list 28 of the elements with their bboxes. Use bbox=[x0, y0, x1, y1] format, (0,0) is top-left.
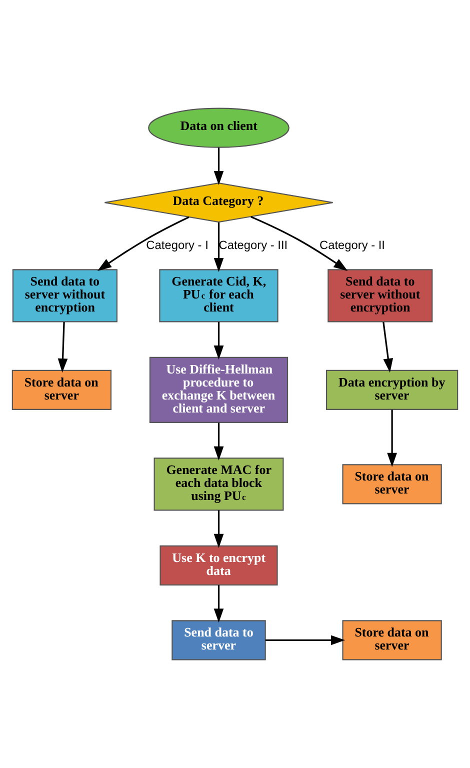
node-ellipse: Data on client bbox=[148, 108, 290, 148]
arrow bbox=[58, 322, 68, 373]
arrow bbox=[214, 510, 224, 548]
node-box: Generate MAC for each data block using PUc bbox=[154, 458, 284, 511]
node-box: Store data on server bbox=[342, 464, 442, 504]
node-box: Use K to encrypt data bbox=[160, 545, 278, 586]
node-diamond: Data Category ? bbox=[104, 182, 334, 223]
arrow bbox=[97, 216, 190, 272]
node-box: Generate Cid, K, PUc for each client bbox=[159, 269, 278, 322]
edge-label: Category - II bbox=[319, 238, 386, 252]
node-box: Store data on server bbox=[342, 620, 442, 660]
node-box: Send data to server bbox=[172, 620, 266, 660]
arrow bbox=[214, 585, 224, 623]
node-box: Data encryption by server bbox=[326, 370, 458, 410]
arrow bbox=[382, 322, 394, 373]
arrow bbox=[265, 635, 346, 646]
arrow bbox=[387, 410, 397, 467]
edge-label: Category - I bbox=[146, 238, 208, 252]
node-box: Send data to server without encryption bbox=[328, 269, 433, 322]
arrow bbox=[214, 148, 224, 186]
arrow bbox=[214, 422, 224, 461]
arrow bbox=[250, 216, 348, 272]
node-box: Send data to server without encryption bbox=[12, 269, 118, 322]
arrow bbox=[214, 222, 224, 272]
node-box: Use Diffie-Hellman procedure to exchange K between client and server bbox=[149, 356, 288, 423]
node-box: Store data on server bbox=[12, 370, 112, 410]
arrow bbox=[214, 322, 224, 360]
edge-label: Category - III bbox=[218, 238, 288, 252]
